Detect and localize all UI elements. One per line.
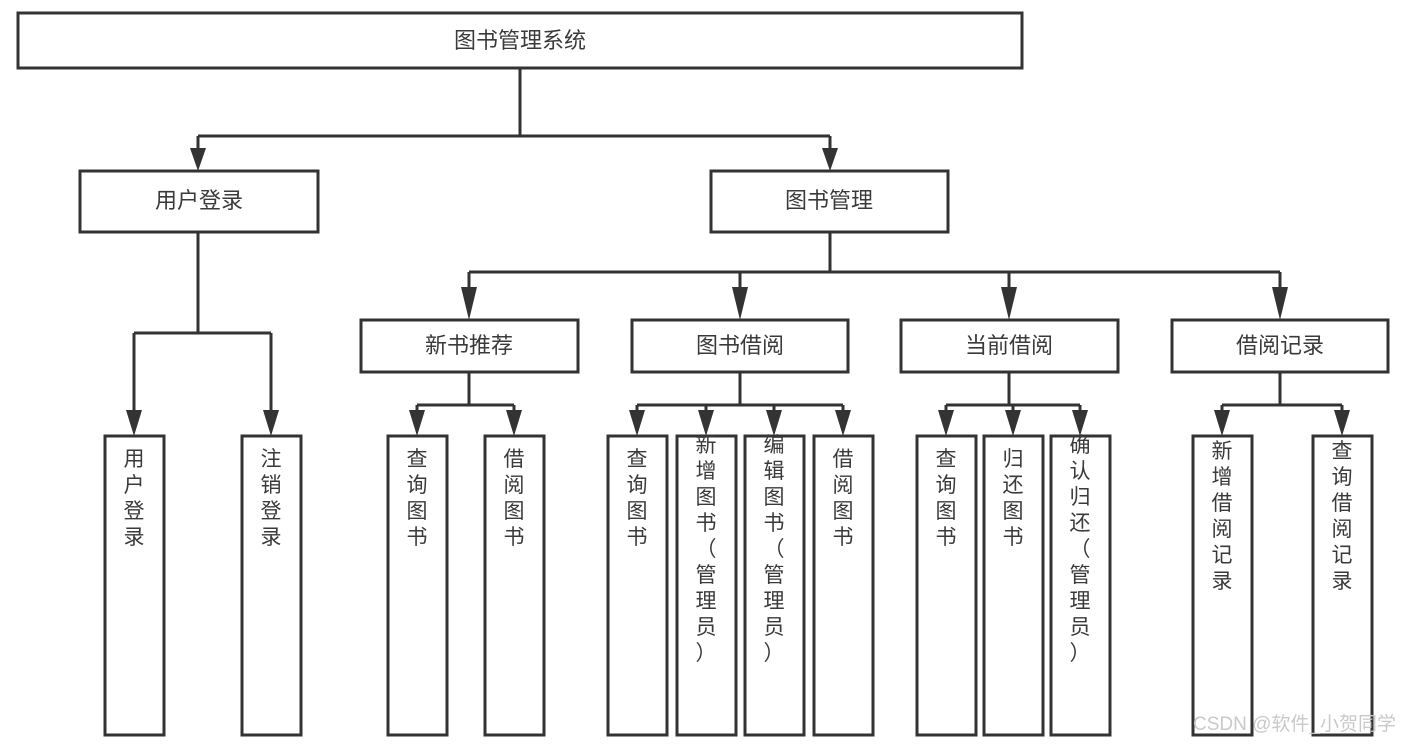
node-book-borrow-label: 图书借阅 (696, 333, 784, 358)
leaf-current-query-book-box[interactable] (915, 434, 978, 737)
arrow-login-leaf1 (126, 410, 142, 436)
node-book-borrow[interactable]: 图书借阅 (630, 318, 850, 374)
leaf-borrow-borrow-book[interactable]: 借阅图书 (812, 434, 875, 737)
arrow-bookmgmt-c1 (461, 287, 477, 320)
arrow-login-leaf2 (263, 410, 279, 436)
leaf-logout[interactable]: 注销登录 (240, 434, 303, 737)
leaf-user-login[interactable]: 用户登录 (103, 434, 166, 737)
leaf-borrow-query-book[interactable]: 查询图书 (606, 434, 669, 737)
arrow-bookmgmt-c2 (732, 287, 748, 320)
node-book-management[interactable]: 图书管理 (709, 169, 950, 234)
arrow-borrow-l3 (766, 410, 782, 436)
node-book-management-box[interactable] (709, 169, 950, 234)
leaf-borrow-edit-book-box[interactable] (743, 434, 806, 737)
leaf-newbooks-query-book-label: 查询图书 (407, 448, 428, 549)
leaf-logout-box[interactable] (240, 434, 303, 737)
node-new-book-recommend[interactable]: 新书推荐 (359, 318, 580, 374)
arrow-borrow-l2 (698, 410, 714, 436)
arrow-bookmgmt-c4 (1272, 287, 1288, 320)
node-current-borrow-box[interactable] (899, 318, 1120, 374)
arrow-bookmgmt-c3 (1001, 287, 1017, 320)
arrow-current-l3 (1072, 410, 1088, 436)
arrow-borrow-l4 (835, 410, 851, 436)
leaf-current-return-book[interactable]: 归还图书 (982, 434, 1045, 737)
leaf-records-query-record-label: 查询借阅记录 (1332, 440, 1353, 593)
arrow-root-to-bookmgmt (822, 148, 838, 171)
leaf-newbooks-borrow-book-label: 借阅图书 (504, 448, 525, 549)
node-user-login-label: 用户登录 (155, 188, 243, 213)
leaf-borrow-borrow-book-box[interactable] (812, 434, 875, 737)
leaf-newbooks-borrow-book-box[interactable] (483, 434, 546, 737)
leaf-borrow-edit-book-label: 编辑图书（管理员） (764, 434, 785, 665)
leaf-newbooks-query-book-box[interactable] (386, 434, 449, 737)
leaf-current-query-book-label: 查询图书 (936, 448, 957, 549)
connector-layer (126, 68, 1350, 436)
leaf-current-return-book-box[interactable] (982, 434, 1045, 737)
leaf-borrow-add-book-box[interactable] (675, 434, 738, 737)
node-book-management-label: 图书管理 (785, 188, 873, 213)
node-book-borrow-box[interactable] (630, 318, 850, 374)
node-new-book-recommend-label: 新书推荐 (425, 333, 513, 358)
leaf-records-add-record[interactable]: 新增借阅记录 (1191, 434, 1254, 737)
node-user-login-box[interactable] (78, 169, 320, 234)
node-borrow-records-box[interactable] (1170, 318, 1390, 374)
node-root-label: 图书管理系统 (454, 28, 586, 53)
arrow-current-l1 (938, 410, 954, 436)
leaf-records-query-record[interactable]: 查询借阅记录 (1311, 434, 1374, 737)
leaf-records-add-record-box[interactable] (1191, 434, 1254, 737)
node-user-login[interactable]: 用户登录 (78, 169, 320, 234)
leaf-logout-label: 注销登录 (261, 448, 282, 549)
node-current-borrow-label: 当前借阅 (965, 333, 1053, 358)
leaf-newbooks-borrow-book[interactable]: 借阅图书 (483, 434, 546, 737)
arrow-newbooks-l1 (409, 410, 425, 436)
leaf-records-add-record-label: 新增借阅记录 (1212, 440, 1233, 593)
arrow-current-l2 (1005, 410, 1021, 436)
node-new-book-recommend-box[interactable] (359, 318, 580, 374)
arrow-borrow-l1 (629, 410, 645, 436)
arrow-newbooks-l2 (506, 410, 522, 436)
leaf-borrow-add-book[interactable]: 新增图书（管理员） (675, 434, 738, 737)
watermark-label: CSDN @软件_小贺同学 (1193, 713, 1396, 735)
node-root[interactable]: 图书管理系统 (16, 11, 1024, 70)
node-root-box[interactable] (16, 11, 1024, 70)
node-borrow-records-label: 借阅记录 (1236, 333, 1324, 358)
node-borrow-records[interactable]: 借阅记录 (1170, 318, 1390, 374)
leaf-borrow-borrow-book-label: 借阅图书 (833, 448, 854, 549)
leaf-current-query-book[interactable]: 查询图书 (915, 434, 978, 737)
leaf-user-login-box[interactable] (103, 434, 166, 737)
leaf-borrow-edit-book[interactable]: 编辑图书（管理员） (743, 434, 806, 737)
leaf-borrow-query-book-box[interactable] (606, 434, 669, 737)
leaf-current-return-book-label: 归还图书 (1003, 448, 1024, 549)
arrow-root-to-login (190, 148, 206, 171)
leaf-newbooks-query-book[interactable]: 查询图书 (386, 434, 449, 737)
node-current-borrow[interactable]: 当前借阅 (899, 318, 1120, 374)
leaf-records-query-record-box[interactable] (1311, 434, 1374, 737)
leaf-borrow-add-book-label: 新增图书（管理员） (696, 434, 717, 665)
arrow-records-l2 (1334, 410, 1350, 436)
leaf-current-confirm-return-label: 确认归还（管理员） (1070, 434, 1091, 665)
leaf-user-login-label: 用户登录 (124, 448, 145, 549)
leaf-borrow-query-book-label: 查询图书 (627, 448, 648, 549)
leaf-current-confirm-return-box[interactable] (1049, 434, 1112, 737)
leaf-current-confirm-return[interactable]: 确认归还（管理员） (1049, 434, 1112, 737)
arrow-records-l1 (1214, 410, 1230, 436)
